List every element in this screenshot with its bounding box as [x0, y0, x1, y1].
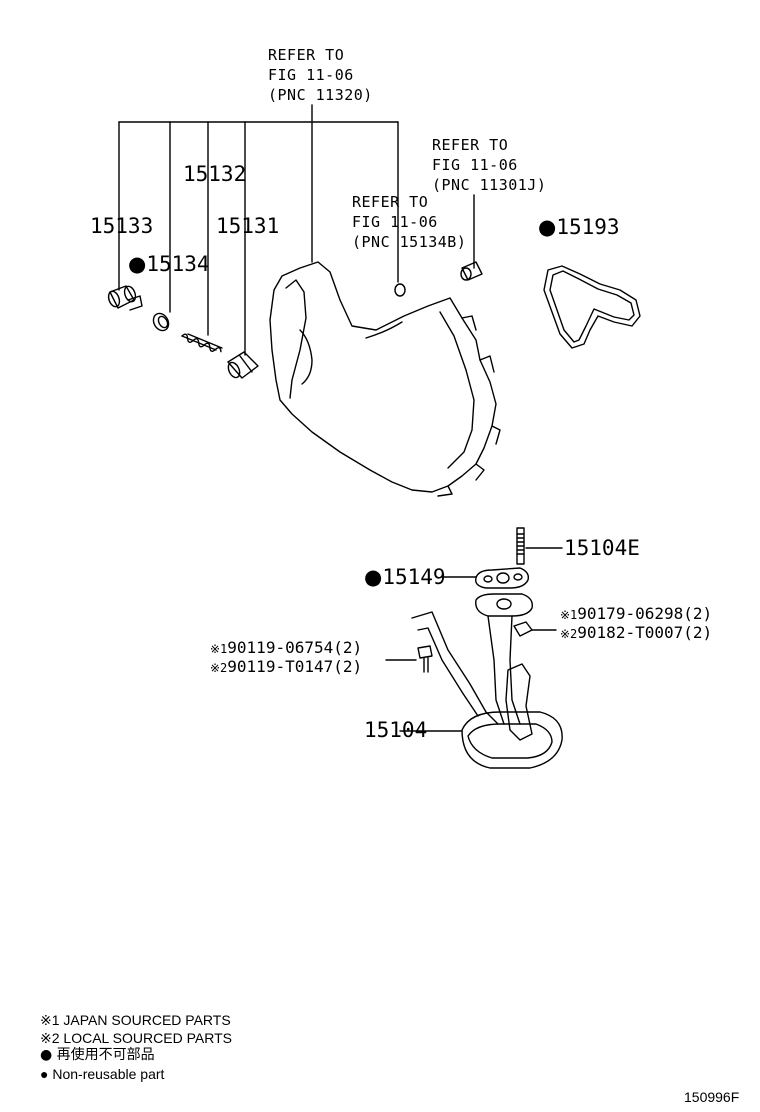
legend-nonreusable-ja: ● 再使用不可部品 — [40, 1047, 155, 1063]
figure-id: 150996F — [684, 1089, 740, 1105]
bolt-90119 — [385, 645, 433, 673]
ref-15134b-line3: (PNC 15134B) — [352, 233, 467, 251]
ref-11301j-line3: (PNC 11301J) — [432, 176, 547, 194]
ref-11301j-line1: REFER TO — [432, 136, 509, 154]
mark-local: ※2 — [210, 661, 228, 675]
part-label-15133: 15133 — [90, 214, 154, 238]
plug-11301j — [460, 261, 483, 281]
mark-japan: ※1 — [560, 608, 578, 622]
part-label-15149: ●15149 — [364, 567, 446, 588]
part-15134-ring — [152, 312, 170, 332]
part-label-15131: 15131 — [216, 214, 280, 238]
part-number: 15134 — [146, 252, 210, 276]
mark-japan: ※1 — [210, 642, 228, 656]
part-label-15134: ●15134 — [128, 254, 210, 275]
ref-11301j-line2: FIG 11-06 — [432, 156, 518, 174]
part-label-15193: ●15193 — [538, 217, 620, 238]
part-15132-spring — [181, 333, 223, 353]
ref-15134b-line2: FIG 11-06 — [352, 213, 438, 231]
part-15131-valve — [227, 351, 259, 379]
nonreusable-mark: ● — [364, 565, 383, 589]
legend-nonreusable-en: ● Non-reusable part — [40, 1066, 165, 1082]
ref-11320-line3: (PNC 11320) — [268, 86, 373, 104]
part-number: 15149 — [382, 565, 446, 589]
part-15104e-stud — [516, 527, 563, 565]
leader-lines-top — [118, 104, 475, 356]
nonreusable-mark: ● — [538, 215, 557, 239]
part-number: 15193 — [556, 215, 620, 239]
legend-local-sourced: ※2 LOCAL SOURCED PARTS — [40, 1030, 232, 1046]
bolt-label-local: ※290119-T0147(2) — [210, 659, 362, 675]
part-number: 90182-T0007(2) — [577, 623, 713, 642]
ref-11320-line1: REFER TO — [268, 46, 345, 64]
bolt-label-japan: ※190119-06754(2) — [210, 640, 362, 656]
nut-label-japan: ※190179-06298(2) — [560, 606, 712, 622]
part-number: 90119-06754(2) — [227, 638, 363, 657]
nonreusable-mark: ● — [128, 252, 147, 276]
part-label-15104e: 15104E — [564, 536, 640, 560]
part-15133-plug — [107, 285, 143, 311]
part-number: 90179-06298(2) — [577, 604, 713, 623]
ref-11320-line2: FIG 11-06 — [268, 66, 354, 84]
part-number: 90119-T0147(2) — [227, 657, 363, 676]
part-15104-strainer — [399, 593, 563, 769]
transaxle-housing — [269, 261, 501, 497]
mark-local: ※2 — [560, 627, 578, 641]
legend-japan-sourced: ※1 JAPAN SOURCED PARTS — [40, 1012, 231, 1028]
nut-label-local: ※290182-T0007(2) — [560, 625, 712, 641]
part-15149-gasket — [440, 567, 530, 589]
part-15193-gasket — [543, 265, 641, 349]
nut-90179 — [513, 621, 557, 637]
part-label-15104: 15104 — [364, 718, 428, 742]
part-label-15132: 15132 — [183, 162, 247, 186]
ref-15134b-line1: REFER TO — [352, 193, 429, 211]
